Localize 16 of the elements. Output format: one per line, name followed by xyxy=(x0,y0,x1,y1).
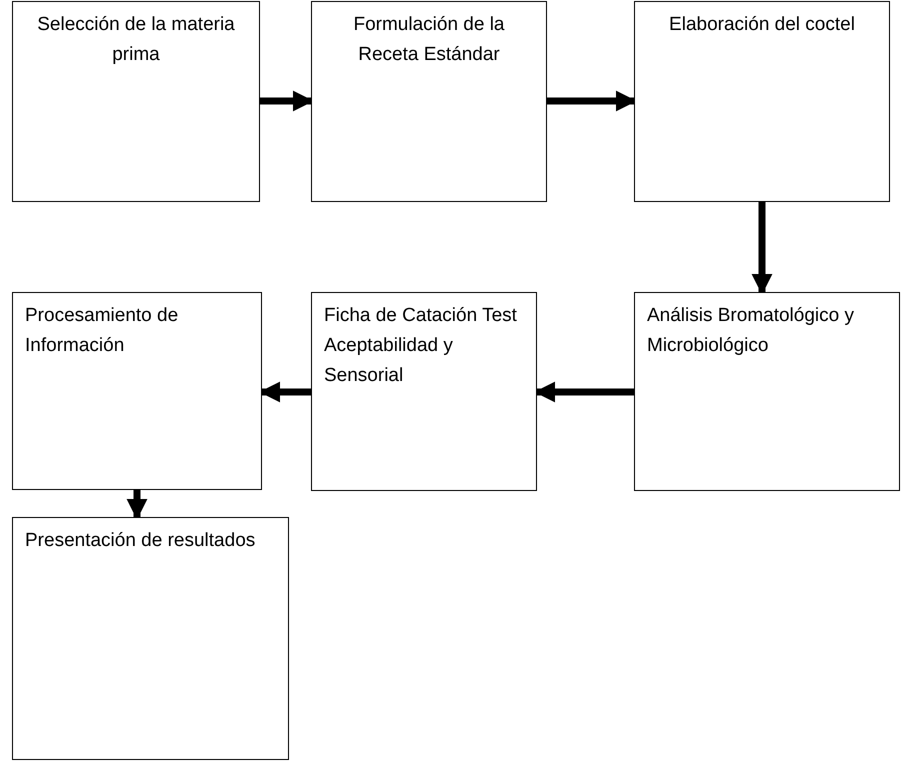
step-text: Ficha de Catación Test Aceptabilidad y Sensorial xyxy=(324,304,518,388)
step-text: Análisis Bromatológico y Microbiológico xyxy=(647,304,855,358)
step-text: Formulación de la Receta Estándar xyxy=(352,13,506,67)
process-box xyxy=(311,1,547,202)
process-box xyxy=(12,1,260,202)
process-box xyxy=(12,517,289,760)
step-text: Presentación de resultados xyxy=(25,529,256,553)
process-box xyxy=(12,292,262,490)
step-text: Procesamiento de Información xyxy=(25,304,180,358)
step-text: Selección de la materia prima xyxy=(36,13,236,67)
process-box xyxy=(634,292,900,491)
process-box xyxy=(311,292,537,491)
arrow xyxy=(752,202,772,295)
process-box xyxy=(634,1,890,202)
step-text: Elaboración del coctel xyxy=(669,13,855,37)
arrow xyxy=(126,490,148,520)
